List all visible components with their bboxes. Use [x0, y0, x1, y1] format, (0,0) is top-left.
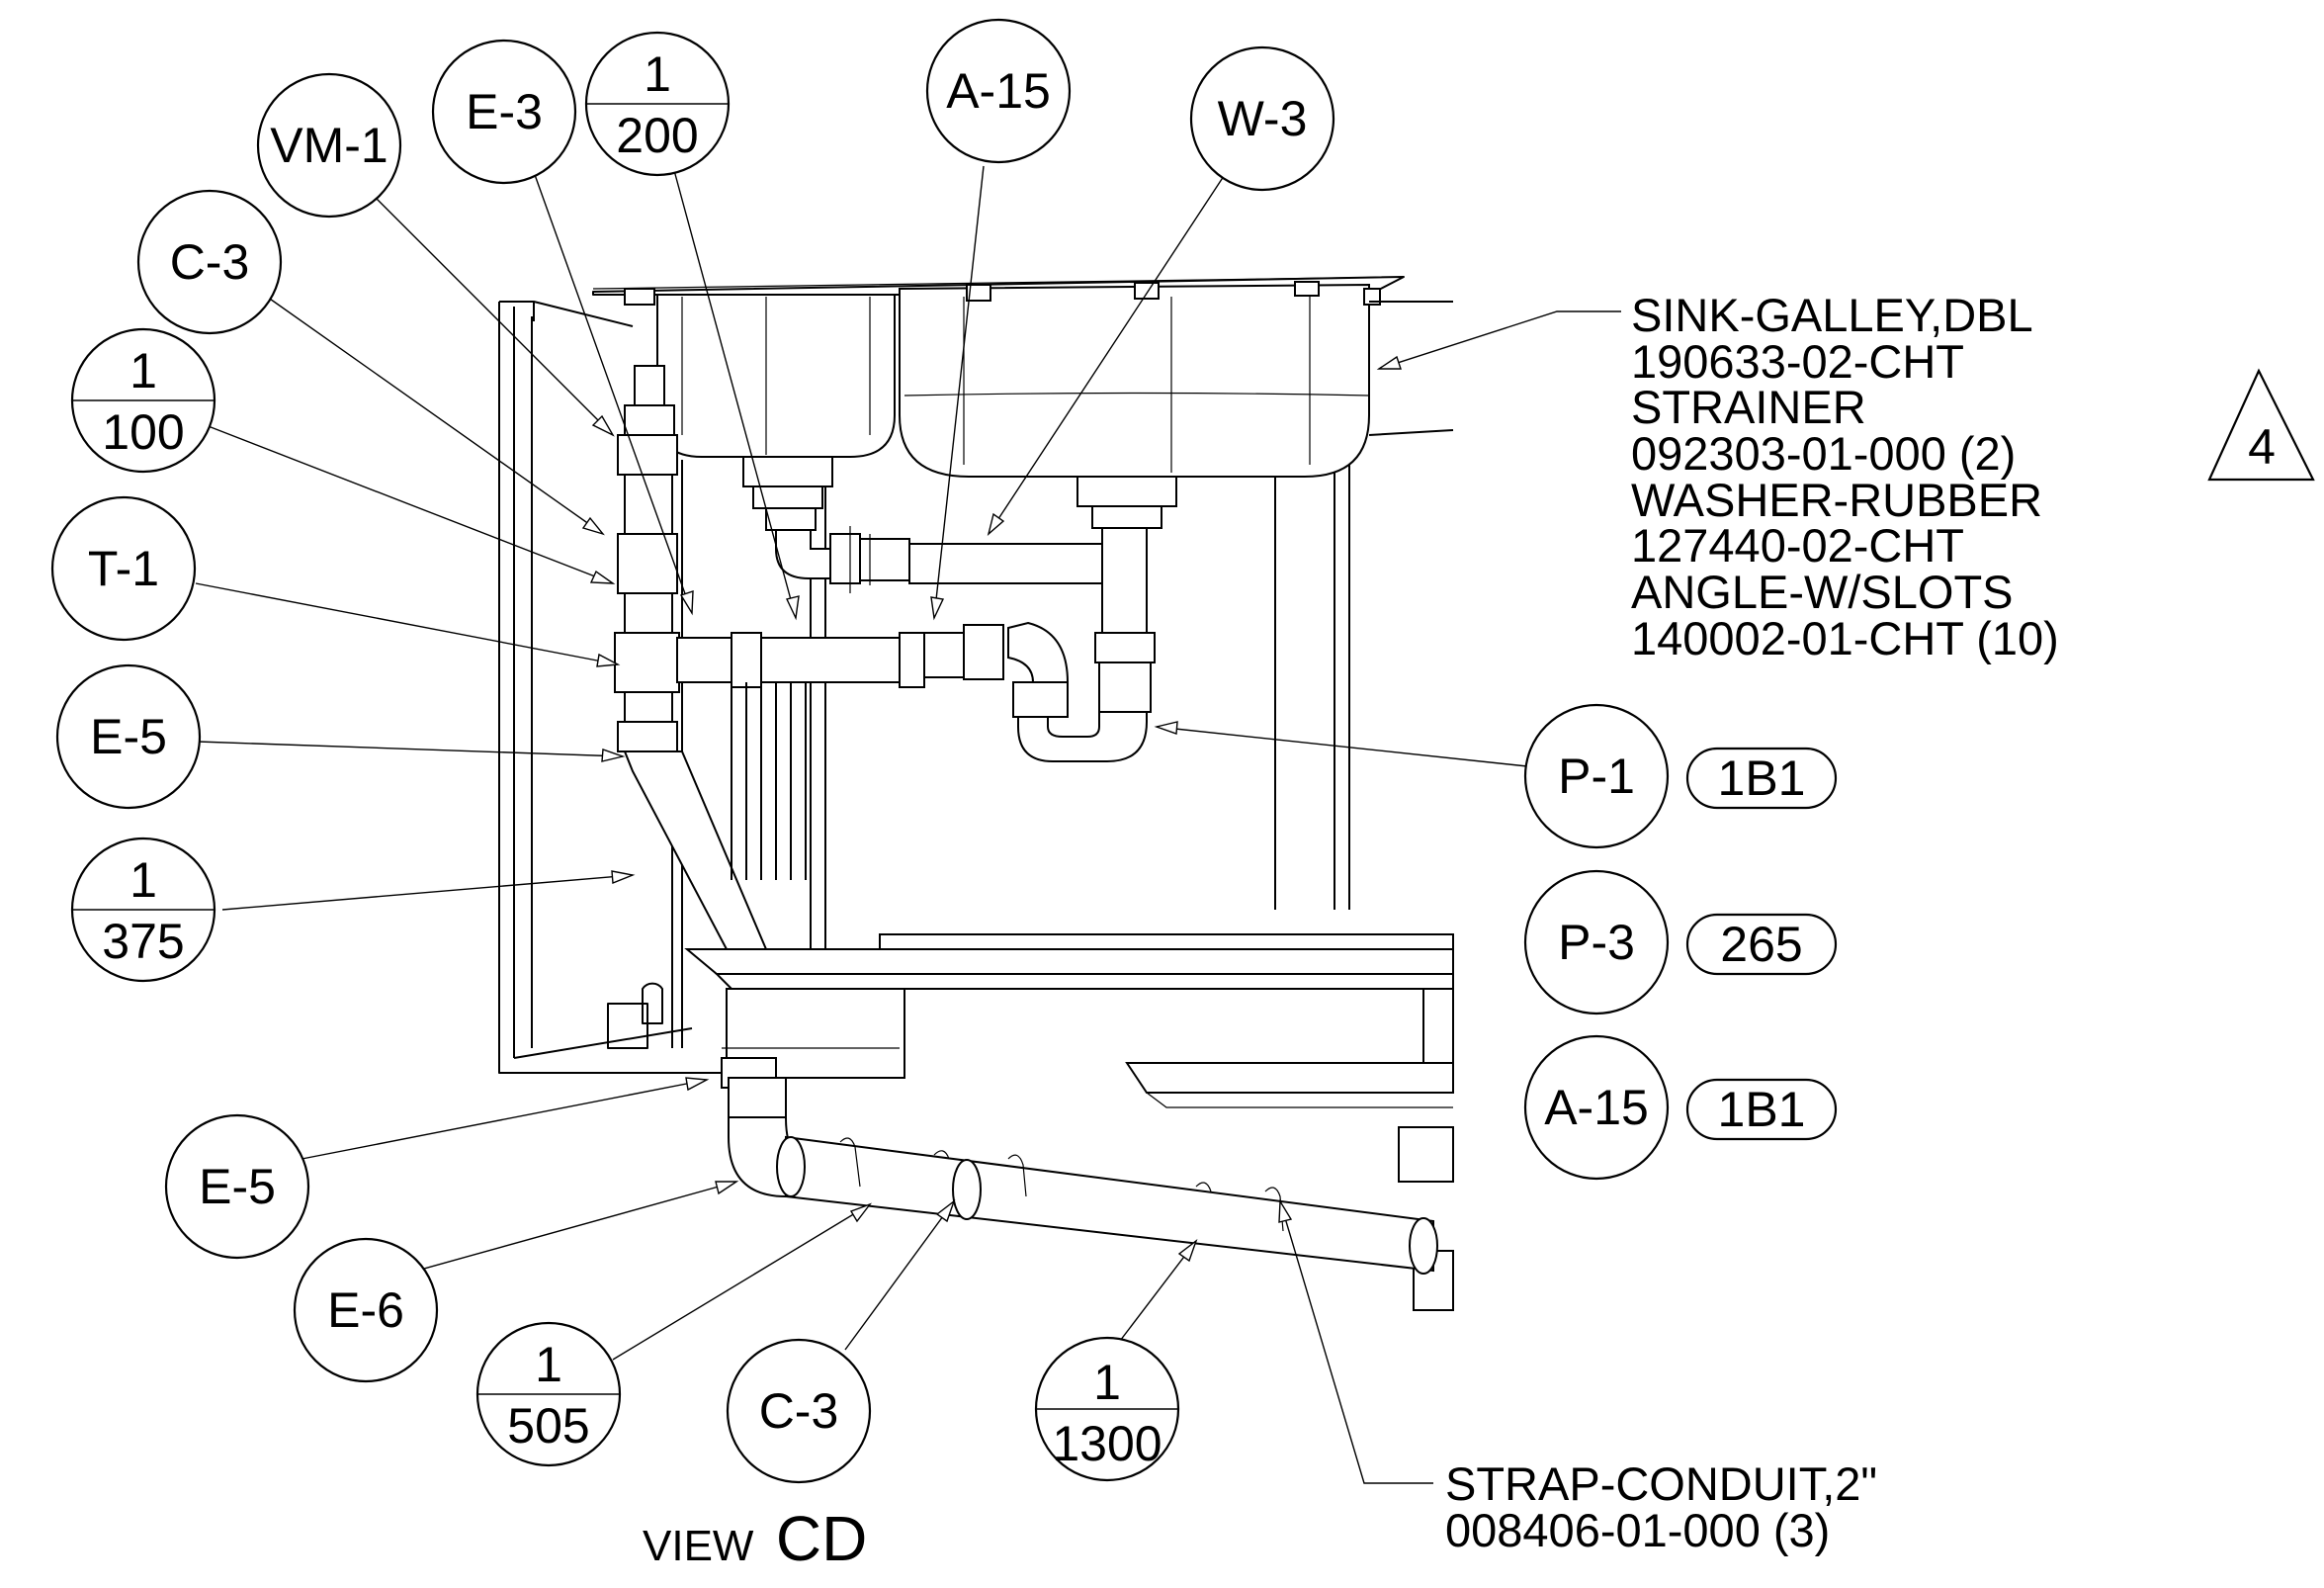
double-galley-sink	[592, 276, 1454, 478]
parts-note-line-7: ANGLE-W/SLOTS	[1631, 566, 2014, 618]
drain-pipe-run	[728, 1077, 1438, 1275]
callout-a-15-right-label: A-15	[1544, 1080, 1649, 1135]
view-title-text: VIEW CD	[643, 1503, 867, 1574]
callout-p-1-tag: 1B1	[1718, 750, 1806, 806]
callout-e-3-label: E-3	[466, 84, 543, 139]
fraction-1-200-denominator: 200	[616, 108, 698, 163]
callout-fraction-1-1300: 1 1300	[1034, 1336, 1180, 1482]
revision-flag: 4	[2207, 368, 2315, 482]
callout-t-1: T-1	[50, 495, 197, 642]
left-drain-assembly	[742, 456, 1108, 593]
fraction-1-375-denominator: 375	[102, 914, 184, 969]
revision-flag-number: 4	[2248, 419, 2276, 475]
callout-fraction-1-505: 1 505	[475, 1321, 622, 1467]
callout-a-15-top-label: A-15	[946, 63, 1051, 119]
callout-fraction-1-200: 1 200	[584, 31, 731, 177]
callout-p-1-tag-pill	[1685, 747, 1838, 810]
callout-e-6-label: E-6	[327, 1282, 404, 1338]
callout-t-1-label: T-1	[88, 541, 159, 596]
callout-vm-1: VM-1	[256, 72, 402, 219]
callout-e-5-bottom-label: E-5	[199, 1159, 276, 1214]
callout-a-15-right: A-15 1B1	[1523, 1034, 1838, 1181]
callout-c-3-bottom-label: C-3	[759, 1383, 839, 1439]
callout-c-3-bottom: C-3	[726, 1338, 872, 1484]
leader-lines	[195, 157, 1621, 1484]
fraction-1-1300-numerator: 1	[1093, 1355, 1121, 1410]
callout-fraction-1-375: 1 375	[70, 837, 216, 983]
fraction-1-505-numerator: 1	[535, 1337, 562, 1392]
fraction-1-100-numerator: 1	[129, 343, 157, 398]
callout-a-15-right-tag-pill	[1685, 1078, 1838, 1141]
fraction-1-375-numerator: 1	[129, 852, 157, 908]
right-drain-assembly	[923, 476, 1177, 762]
fraction-1-1300-denominator: 1300	[1052, 1416, 1162, 1471]
parts-note: SINK-GALLEY,DBL 190633-02-CHT STRAINER 0…	[1631, 289, 2059, 664]
strap-note-line-2: 008406-01-000 (3)	[1445, 1504, 1830, 1556]
parts-note-line-6: 127440-02-CHT	[1631, 519, 1964, 572]
callout-c-3-left: C-3	[136, 189, 283, 335]
callout-e-5-left: E-5	[55, 663, 202, 810]
callout-e-3: E-3	[431, 39, 577, 185]
callout-vm-1-label: VM-1	[270, 118, 387, 173]
view-title-prefix: VIEW	[643, 1522, 754, 1570]
callout-e-5-left-label: E-5	[90, 709, 167, 764]
parts-note-line-4: 092303-01-000 (2)	[1631, 427, 2016, 480]
callout-p-1-label: P-1	[1558, 749, 1635, 804]
callout-w-3-label: W-3	[1218, 91, 1308, 146]
fraction-1-505-denominator: 505	[507, 1398, 589, 1454]
callout-a-15-right-tag: 1B1	[1718, 1082, 1806, 1137]
leader-arrowheads	[581, 355, 1402, 1263]
countertop-ledge	[684, 933, 1454, 1311]
callout-a-15-top: A-15	[925, 18, 1072, 164]
view-title-label: CD	[776, 1503, 867, 1574]
callout-p-3-tag-pill	[1685, 913, 1838, 976]
callout-e-5-bottom: E-5	[164, 1113, 310, 1260]
callout-c-3-left-label: C-3	[170, 234, 250, 290]
callout-p-3: P-3 265	[1523, 869, 1838, 1015]
vent-and-tee-assembly	[614, 365, 925, 950]
cabinet-frame	[498, 301, 1350, 1074]
strap-note: STRAP-CONDUIT,2" 008406-01-000 (3)	[1445, 1457, 1877, 1556]
parts-note-line-5: WASHER-RUBBER	[1631, 474, 2042, 526]
parts-note-line-3: STRAINER	[1631, 381, 1866, 433]
strap-note-line-1: STRAP-CONDUIT,2"	[1445, 1457, 1877, 1510]
callout-p-3-label: P-3	[1558, 915, 1635, 970]
callout-w-3: W-3	[1189, 45, 1335, 192]
fraction-1-100-denominator: 100	[102, 404, 184, 460]
callout-e-6: E-6	[293, 1237, 439, 1383]
revision-triangle-icon	[2207, 368, 2315, 482]
callout-p-3-tag: 265	[1720, 917, 1802, 972]
view-title: VIEW CD	[643, 1503, 867, 1574]
parts-note-line-8: 140002-01-CHT (10)	[1631, 612, 2059, 664]
parts-note-line-2: 190633-02-CHT	[1631, 335, 1964, 388]
callout-fraction-1-100: 1 100	[70, 327, 216, 474]
fraction-1-200-numerator: 1	[644, 46, 671, 102]
callout-p-1: P-1 1B1	[1523, 703, 1838, 849]
parts-note-line-1: SINK-GALLEY,DBL	[1631, 289, 2033, 341]
